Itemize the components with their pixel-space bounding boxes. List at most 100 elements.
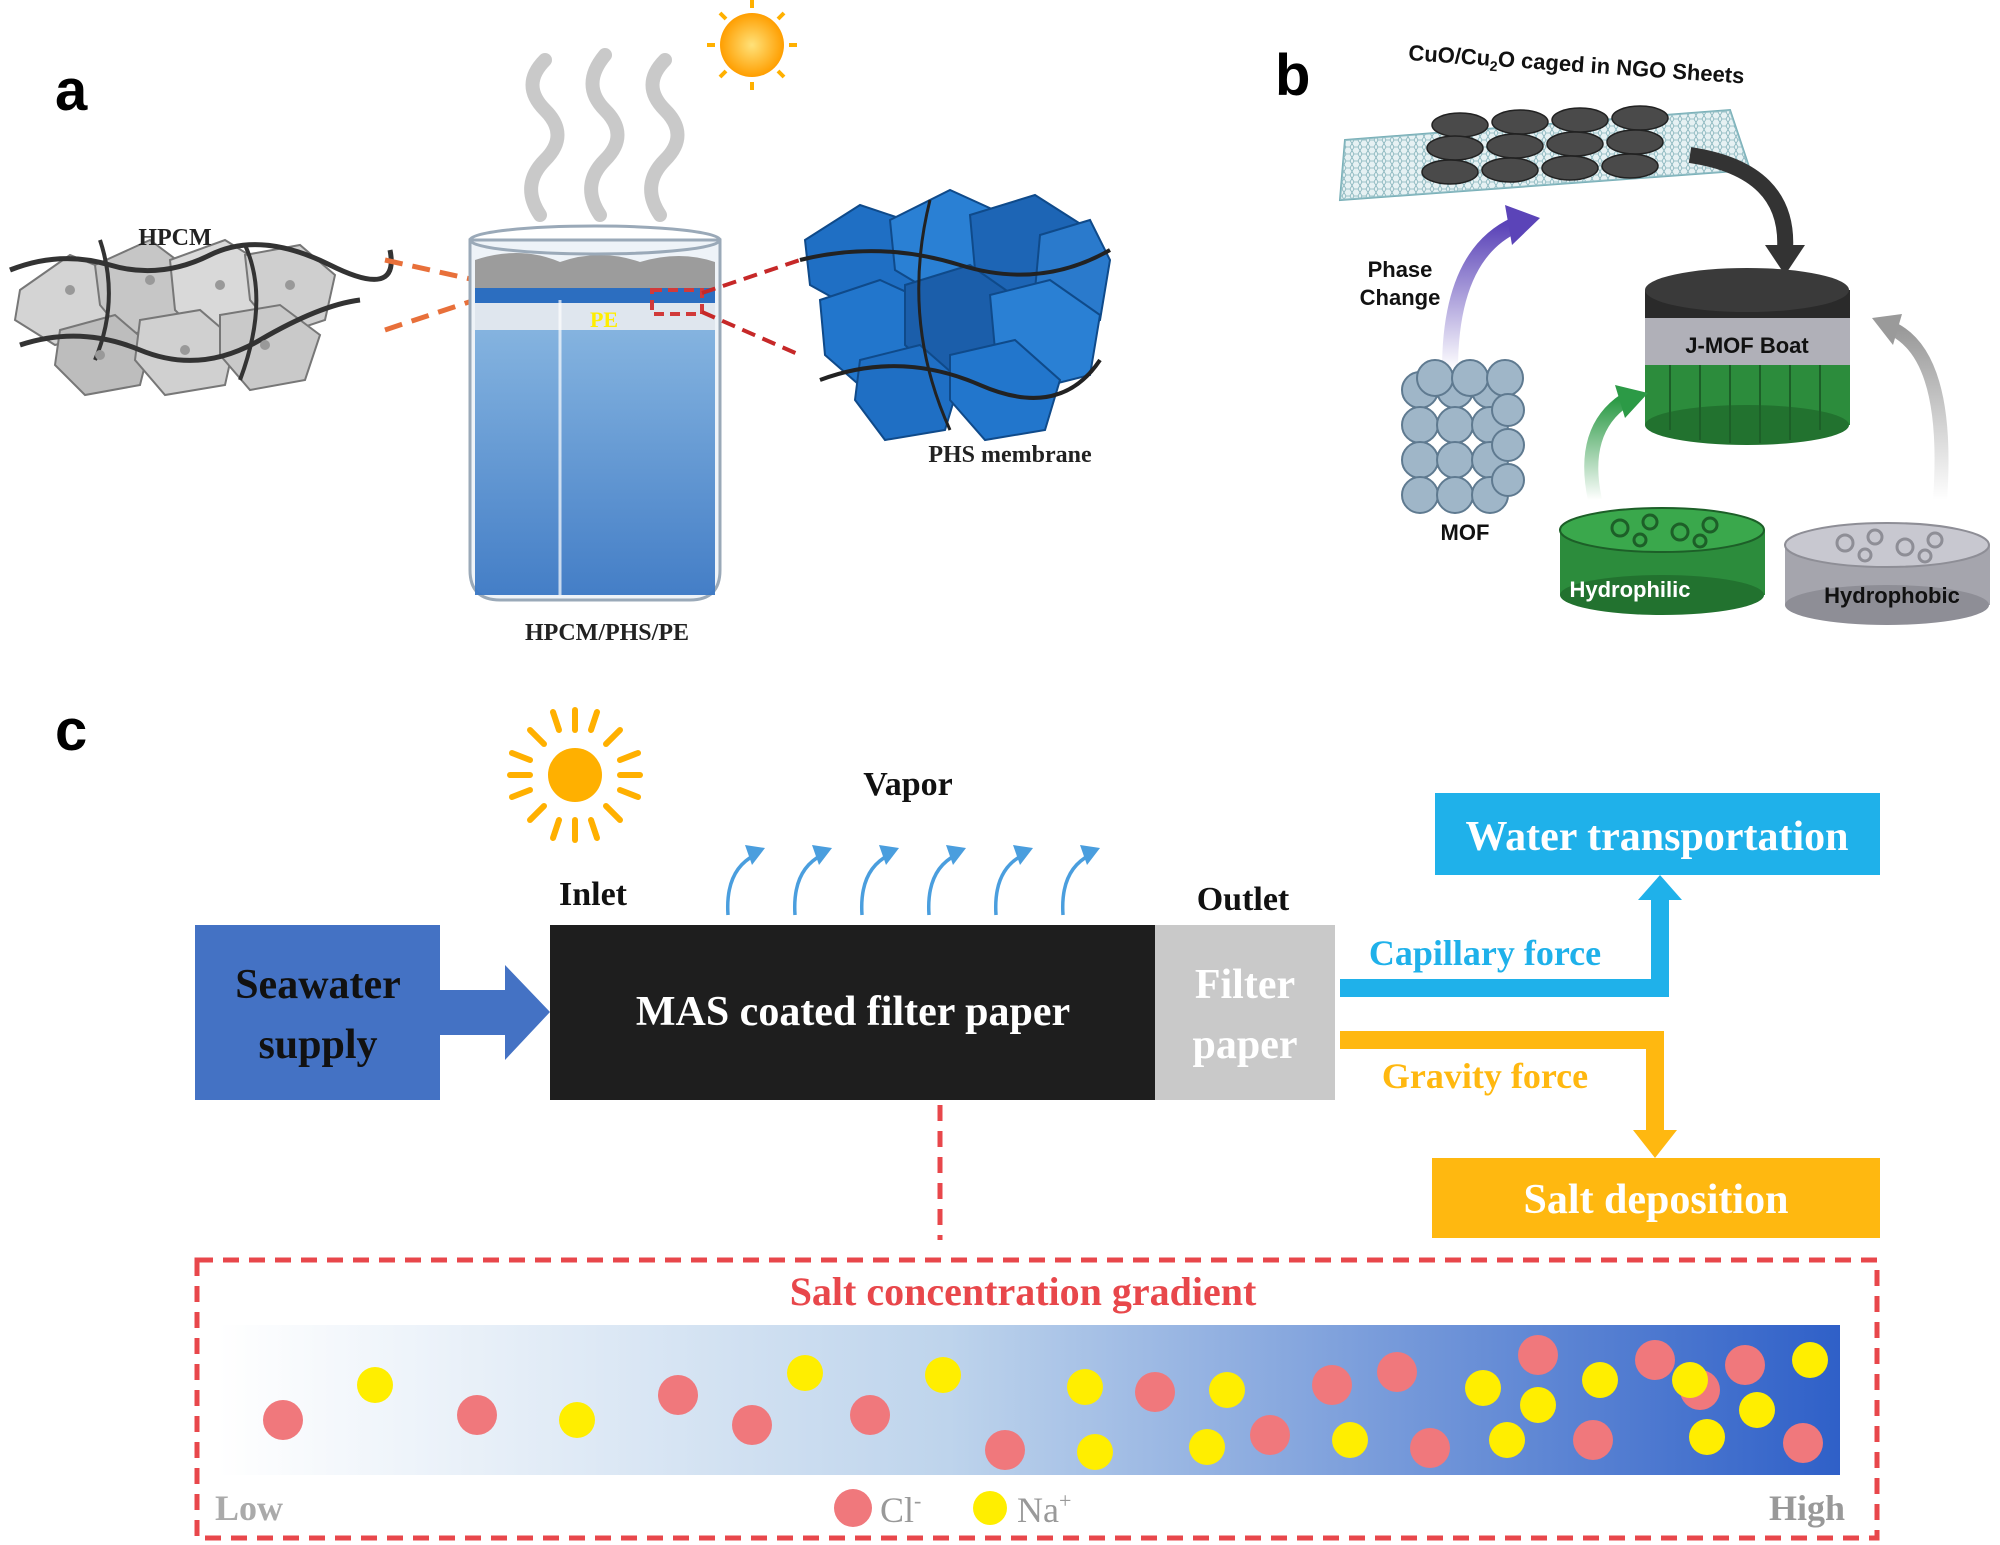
na-ion — [1067, 1369, 1103, 1405]
ion-legend: Cl- Na+ — [834, 1488, 1071, 1530]
salt-deposition-box — [1432, 1158, 1880, 1238]
hydrophilic-disc-illustration — [1559, 507, 1765, 615]
hydrophobic-arrowhead — [1872, 314, 1902, 345]
hydrophobic-label: Hydrophobic — [1824, 583, 1960, 608]
hydrophobic-disc-illustration — [1784, 522, 1990, 625]
panel-c: c Vapor Inlet Outle — [55, 698, 1880, 1541]
na-legend-swatch — [973, 1491, 1007, 1525]
cl-ion — [1725, 1345, 1765, 1385]
panel-a: a HPCM — [9, 0, 1112, 646]
na-ion — [925, 1357, 961, 1393]
cl-legend-label: Cl- — [880, 1488, 921, 1530]
na-ion — [1520, 1387, 1556, 1423]
vapor-arrows — [725, 845, 1100, 916]
cl-ion — [850, 1395, 890, 1435]
cl-ion — [658, 1375, 698, 1415]
cl-ion — [1573, 1420, 1613, 1460]
beaker-illustration — [468, 224, 722, 602]
hydrophobic-arrow — [1891, 323, 1949, 501]
hydrophilic-label: Hydrophilic — [1569, 577, 1690, 602]
panel-a-letter: a — [55, 58, 88, 123]
cl-ion — [1312, 1365, 1352, 1405]
cl-ion — [1377, 1352, 1417, 1392]
low-label: Low — [215, 1488, 283, 1528]
gravity-force-label: Gravity force — [1382, 1056, 1588, 1096]
sheet-to-boat-arrow — [1688, 147, 1794, 251]
na-ion — [1209, 1372, 1245, 1408]
hpcm-label: HPCM — [138, 225, 211, 251]
water-transport-box — [1435, 793, 1880, 875]
na-ion — [787, 1355, 823, 1391]
cl-ion — [1518, 1335, 1558, 1375]
seawater-label-line1: Seawater — [235, 962, 401, 1008]
na-ion — [1465, 1370, 1501, 1406]
filter-label-line1: Filter — [1195, 962, 1295, 1008]
composite-label: HPCM/PHS/PE — [525, 620, 689, 646]
panel-b-letter: b — [1275, 43, 1310, 108]
mas-filter-paper-box — [550, 925, 1155, 1100]
cl-ion — [732, 1405, 772, 1445]
na-ion — [1189, 1429, 1225, 1465]
sun-icon-panel-a — [707, 0, 797, 90]
sun-icon-panel-c — [507, 707, 643, 843]
na-ion — [1739, 1392, 1775, 1428]
ngo-sheet-illustration — [1338, 105, 1752, 202]
seawater-label-line2: supply — [258, 1022, 377, 1068]
mof-cube-illustration — [1401, 359, 1525, 514]
cl-ion — [1135, 1372, 1175, 1412]
na-ion — [357, 1367, 393, 1403]
capillary-arrow — [1340, 895, 1669, 997]
na-ion — [1077, 1434, 1113, 1470]
seawater-supply-box — [195, 925, 440, 1100]
na-legend-label: Na+ — [1017, 1488, 1071, 1530]
cl-ion — [263, 1400, 303, 1440]
panel-b: b CuO/Cu2O caged in NGO Sheets Phase Cha… — [1275, 40, 1990, 625]
phs-membrane-label: PHS membrane — [928, 442, 1092, 468]
phase-change-arrow — [1442, 217, 1519, 371]
cl-legend-swatch — [834, 1489, 872, 1527]
jmof-boat-label: J-MOF Boat — [1685, 333, 1809, 358]
hydrophilic-arrow — [1584, 394, 1630, 502]
filter-label-line2: paper — [1193, 1022, 1298, 1068]
capillary-arrowhead — [1638, 875, 1682, 900]
na-ion — [1582, 1362, 1618, 1398]
cl-ion — [1635, 1340, 1675, 1380]
phase-label-line1: Phase — [1368, 257, 1433, 282]
water-transport-label: Water transportation — [1465, 814, 1848, 860]
gradient-title: Salt concentration gradient — [790, 1269, 1257, 1314]
filter-paper-box — [1155, 925, 1335, 1100]
na-ion — [1672, 1362, 1708, 1398]
hpcm-cluster-illustration — [9, 238, 394, 397]
ion-particles — [263, 1335, 1828, 1470]
cl-ion — [985, 1430, 1025, 1470]
gradient-dashed-box — [194, 1257, 1880, 1541]
cl-ion — [1410, 1428, 1450, 1468]
pe-label: PE — [590, 307, 618, 332]
high-label: High — [1769, 1488, 1845, 1528]
jmof-boat-illustration — [1645, 268, 1850, 445]
cl-ion — [1250, 1415, 1290, 1455]
vapor-label: Vapor — [863, 766, 952, 803]
phase-label-line2: Change — [1360, 285, 1441, 310]
na-ion — [559, 1402, 595, 1438]
inlet-arrow — [440, 965, 550, 1060]
mas-label: MAS coated filter paper — [636, 989, 1070, 1035]
gravity-arrowhead — [1633, 1130, 1677, 1158]
cl-ion — [457, 1395, 497, 1435]
na-ion — [1332, 1422, 1368, 1458]
mof-label: MOF — [1441, 520, 1490, 545]
ngo-sheet-label: CuO/Cu2O caged in NGO Sheets — [1407, 40, 1745, 91]
sheet-to-boat-arrowhead — [1765, 245, 1805, 275]
capillary-force-label: Capillary force — [1369, 933, 1601, 973]
na-ion — [1489, 1422, 1525, 1458]
outlet-label: Outlet — [1197, 881, 1290, 918]
na-ion — [1689, 1419, 1725, 1455]
salt-deposition-label: Salt deposition — [1524, 1177, 1789, 1223]
gravity-arrow — [1340, 1031, 1664, 1135]
phs-membrane-illustration — [799, 188, 1112, 442]
vapor-plumes — [524, 48, 685, 222]
na-ion — [1792, 1342, 1828, 1378]
inlet-label: Inlet — [559, 876, 628, 913]
